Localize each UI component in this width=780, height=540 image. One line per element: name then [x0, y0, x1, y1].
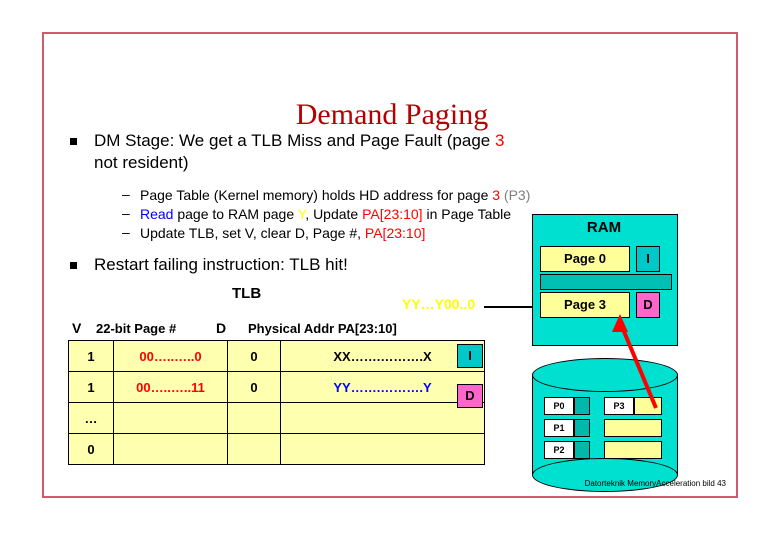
- bullet-1-line1-pre: DM Stage: We get a TLB Miss and Page Fau…: [94, 131, 495, 150]
- disk-cell-p1: P1: [544, 419, 574, 437]
- sub-bullet-1-part-1: 3: [492, 187, 501, 203]
- arrow-line-ram: [484, 306, 532, 308]
- yy-annotation: YY…Y00..0: [402, 296, 476, 312]
- sub-bullet-2-part-3: , Update: [305, 206, 363, 222]
- cell-v[interactable]: 1: [68, 340, 114, 372]
- cell-v[interactable]: …: [68, 402, 114, 434]
- cell-v[interactable]: 0: [68, 433, 114, 465]
- cell-page[interactable]: [113, 402, 228, 434]
- sub-bullet-3-part-0: Update TLB, set V, clear D, Page #,: [140, 225, 365, 241]
- disk-to-ram-arrow-icon: [612, 314, 658, 409]
- table-row[interactable]: 1 00…..…..11 0 YY…….……….Y: [68, 371, 485, 403]
- table-row[interactable]: 1 00…..…..0 0 XX…….……….X: [68, 340, 485, 372]
- sub-bullet-2-part-5: in Page Table: [422, 206, 512, 222]
- sub-bullet-2: Read page to RAM page Y, Update PA[23:10…: [140, 205, 660, 224]
- disk-cell-extra-2: [604, 441, 662, 459]
- sub-bullet-1-part-2: (P3): [500, 187, 531, 203]
- cell-page[interactable]: 00…..…..11: [113, 371, 228, 403]
- tlb-row-2-tag: D: [457, 384, 483, 408]
- disk-top-ellipse: [532, 358, 678, 392]
- bullet-1-line2: not resident): [94, 153, 189, 172]
- tlb-header-v: V: [72, 320, 82, 336]
- tlb-header-d: D: [216, 320, 227, 336]
- disk-cell-p0-marker: [574, 397, 590, 415]
- ram-page-0: Page 0: [540, 246, 630, 272]
- dash-marker-1: –: [122, 186, 130, 202]
- disk-cell-p1-marker: [574, 419, 590, 437]
- slide-footer: Datorteknik MemoryAcceleration bild 43: [584, 479, 726, 488]
- disk-cell-p2: P2: [544, 441, 574, 459]
- tlb-header-page: 22-bit Page #: [96, 321, 177, 336]
- dash-marker-3: –: [122, 224, 130, 240]
- ram-page-3: Page 3: [540, 292, 630, 318]
- sub-bullet-1-part-0: Page Table (Kernel memory) holds HD addr…: [140, 187, 493, 203]
- tlb-row-1-tag: I: [457, 344, 483, 368]
- sub-bullet-2-part-0: Read: [140, 206, 174, 222]
- ram-band: [540, 274, 672, 290]
- ram-page-3-tag: D: [636, 292, 660, 318]
- page-title: Demand Paging: [295, 98, 489, 132]
- slide-canvas: Demand Paging DM Stage: We get a TLB Mis…: [42, 32, 738, 498]
- sub-bullet-3-part-1: PA[23:10]: [364, 225, 426, 241]
- bullet-marker-1: [70, 138, 77, 145]
- disk-cell-p0: P0: [544, 397, 574, 415]
- cell-pa[interactable]: YY…….……….Y: [280, 371, 485, 403]
- cell-pa[interactable]: XX…….……….X: [280, 340, 485, 372]
- sub-bullet-2-part-1: page to RAM page: [173, 206, 298, 222]
- bullet-1-text: DM Stage: We get a TLB Miss and Page Fau…: [94, 130, 654, 174]
- bullet-marker-2: [70, 262, 77, 269]
- sub-bullet-3: Update TLB, set V, clear D, Page #, PA[2…: [140, 224, 660, 243]
- cell-d[interactable]: [227, 433, 281, 465]
- bullet-2-text: Restart failing instruction: TLB hit!: [94, 255, 348, 274]
- cell-page[interactable]: 00…..…..0: [113, 340, 228, 372]
- table-row[interactable]: …: [68, 402, 485, 434]
- cell-pa[interactable]: [280, 402, 485, 434]
- disk-cell-extra-1: [604, 419, 662, 437]
- sub-bullet-2-part-4: PA[23:10]: [362, 206, 423, 222]
- dash-marker-2: –: [122, 205, 130, 221]
- sub-bullet-2-part-2: Y: [297, 206, 306, 222]
- tlb-label: TLB: [232, 285, 262, 302]
- ram-label: RAM: [586, 219, 622, 236]
- disk-cell-p3: P3: [604, 397, 634, 415]
- cell-page[interactable]: [113, 433, 228, 465]
- tlb-table: 1 00…..…..0 0 XX…….……….X 1 00…..…..11 0 …: [68, 340, 485, 465]
- tlb-header-pa: Physical Addr PA[23:10]: [248, 321, 397, 336]
- disk-bottom-ellipse: [532, 458, 678, 492]
- disk-cell-p2-marker: [574, 441, 590, 459]
- cell-d[interactable]: 0: [227, 340, 281, 372]
- cell-pa[interactable]: [280, 433, 485, 465]
- table-row[interactable]: 0: [68, 433, 485, 465]
- bullet-1-page-number: 3: [494, 131, 505, 150]
- ram-page-0-tag: I: [636, 246, 660, 272]
- cell-d[interactable]: 0: [227, 371, 281, 403]
- cell-v[interactable]: 1: [68, 371, 114, 403]
- sub-bullet-1: Page Table (Kernel memory) holds HD addr…: [140, 186, 660, 205]
- cell-d[interactable]: [227, 402, 281, 434]
